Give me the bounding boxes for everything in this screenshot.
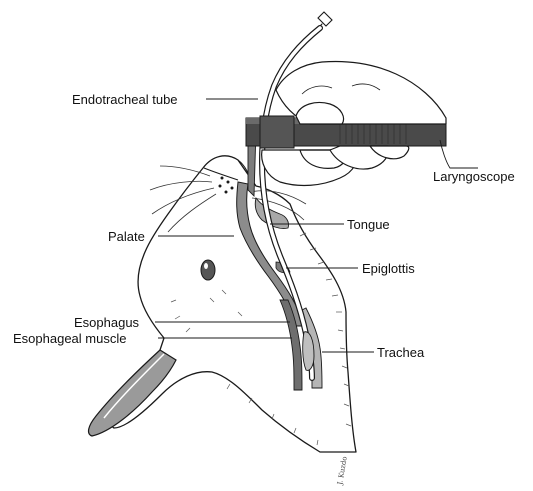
label-esophageal-muscle: Esophageal muscle (13, 331, 126, 346)
label-palate: Palate (108, 229, 145, 244)
label-endotracheal-tube: Endotracheal tube (72, 92, 178, 107)
label-epiglottis: Epiglottis (362, 261, 415, 276)
eye (201, 260, 215, 280)
label-esophagus: Esophagus (74, 315, 139, 330)
label-trachea: Trachea (377, 345, 424, 360)
rabbit-head (112, 156, 356, 452)
label-laryngoscope: Laryngoscope (433, 169, 515, 184)
label-tongue: Tongue (347, 217, 390, 232)
